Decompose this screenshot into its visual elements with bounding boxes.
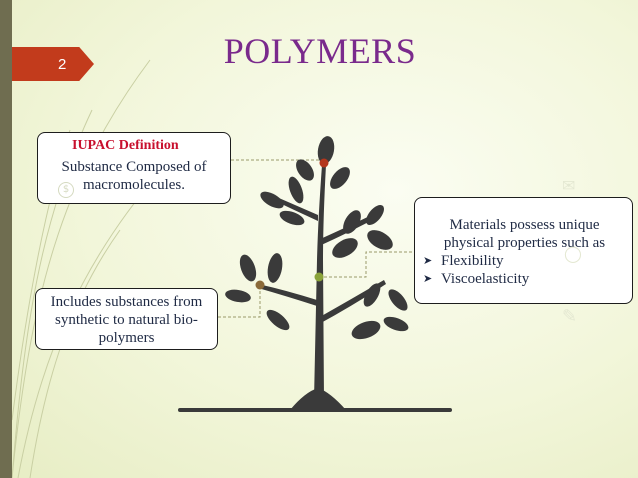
tree-illustration [178, 136, 452, 412]
connector-dot-brown [255, 280, 265, 290]
slide-title: POLYMERS [223, 31, 417, 71]
tree-leaf [279, 210, 305, 226]
includes-box: Includes substances from synthetic to na… [35, 288, 218, 350]
tree-branch [258, 284, 317, 306]
circle-icon: ◯ [564, 244, 582, 263]
definition-heading: IUPAC Definition [72, 138, 179, 153]
tree-leaf [367, 230, 393, 250]
tree-leaf [225, 289, 251, 303]
properties-box: Materials possess unique physical proper… [414, 197, 633, 304]
arrow-right-icon: ➤ [423, 273, 433, 285]
connector-dot-green [314, 272, 324, 282]
tree-leaf [351, 320, 381, 340]
tree-trunk [314, 165, 326, 400]
tree-leaf [317, 136, 335, 164]
tree-leaf [332, 238, 358, 258]
list-item: ➤ Flexibility [423, 252, 626, 270]
tree-leaf [383, 316, 409, 332]
tree-leaf [363, 283, 381, 307]
mail-icon: ✉ [562, 176, 576, 195]
tree-leaf [343, 210, 361, 234]
slide-number-tab: 2 [12, 47, 94, 81]
tree-leaf [288, 176, 304, 204]
connector-lines [218, 159, 414, 318]
pencil-icon: ✎ [562, 306, 578, 327]
tree-leaf [296, 159, 314, 181]
left-accent-bar [0, 0, 12, 478]
definition-body: Substance Composed of macromolecules. [61, 159, 207, 193]
properties-bullet-text: Flexibility [441, 253, 504, 269]
slide-number: 2 [58, 55, 67, 73]
properties-list: ➤ Flexibility ➤ Viscoelasticity [423, 252, 626, 288]
connector-dot-red [319, 158, 329, 168]
tree-leaf [330, 167, 350, 189]
includes-body: Includes substances from synthetic to na… [50, 294, 203, 346]
tree-branch [271, 195, 318, 221]
dollar-icon: $ [58, 182, 74, 198]
arrow-right-icon: ➤ [423, 255, 433, 267]
tree-leaf [267, 253, 283, 283]
tree-leaf [388, 289, 408, 311]
tree-leaf [260, 191, 284, 209]
tree-leaf [266, 309, 290, 331]
background-swoosh-lines [11, 59, 171, 478]
list-item: ➤ Viscoelasticity [423, 270, 626, 288]
tree-leaf [239, 254, 257, 282]
tree-leaf [366, 205, 384, 225]
properties-bullet-text: Viscoelasticity [441, 271, 530, 287]
properties-intro: Materials possess unique physical proper… [443, 217, 606, 251]
